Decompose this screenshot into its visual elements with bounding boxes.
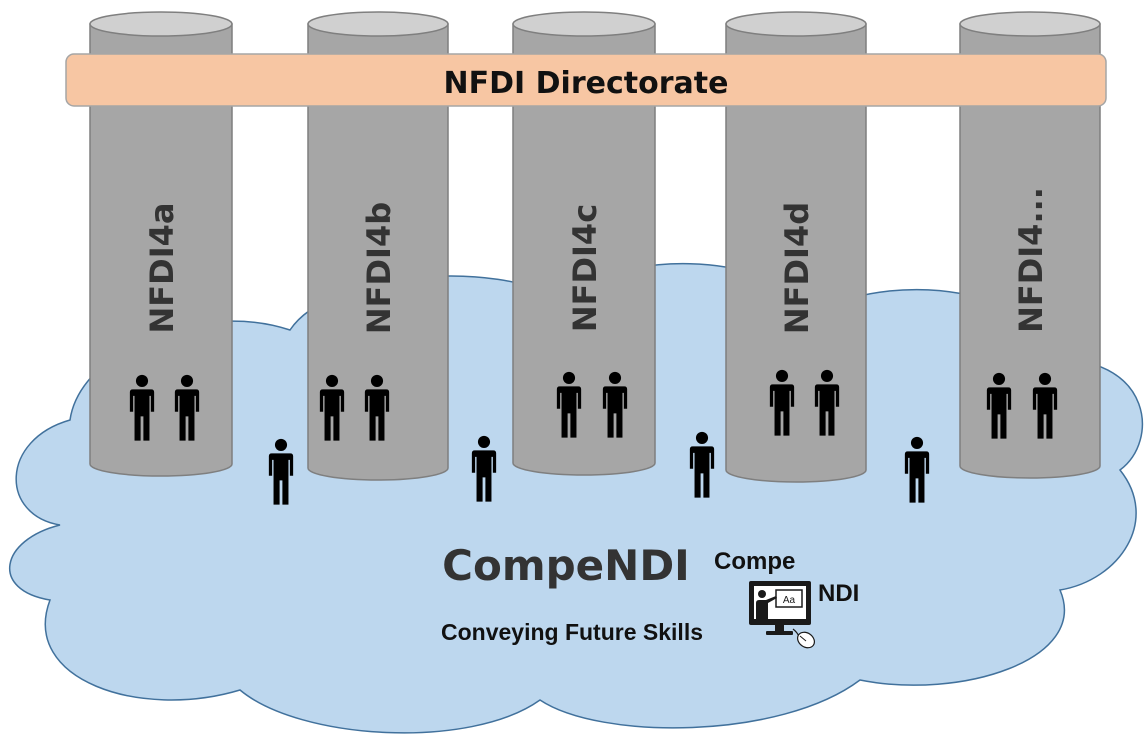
pillars xyxy=(89,11,1101,483)
pillar-label-nfdi4-more: NFDI4... xyxy=(1012,187,1050,333)
pillar-nfdi4a xyxy=(89,11,233,477)
pillar-nfdi4-more xyxy=(959,11,1101,479)
pillar-label-nfdi4a: NFDI4a xyxy=(143,203,181,334)
cloud-subtitle: Conveying Future Skills xyxy=(441,619,703,645)
pillar-nfdi4d xyxy=(725,11,867,483)
directorate-label: NFDI Directorate xyxy=(444,66,729,101)
svg-text:Aa: Aa xyxy=(783,595,796,606)
pillar-nfdi4c xyxy=(512,11,656,476)
pillar-label-nfdi4b: NFDI4b xyxy=(360,202,398,334)
pillar-label-nfdi4d: NFDI4d xyxy=(778,202,816,334)
pillar-label-nfdi4c: NFDI4c xyxy=(566,204,604,332)
logo-text-bottom: NDI xyxy=(818,580,859,607)
presentation-computer-icon: Aa xyxy=(749,581,815,649)
pillar-nfdi4b xyxy=(307,11,449,481)
compendi-logo: Compe NDI Aa xyxy=(714,548,859,649)
logo-text-top: Compe xyxy=(714,548,795,575)
cloud-title: CompeNDI xyxy=(442,541,690,590)
directorate-banner: NFDI Directorate xyxy=(65,53,1107,107)
